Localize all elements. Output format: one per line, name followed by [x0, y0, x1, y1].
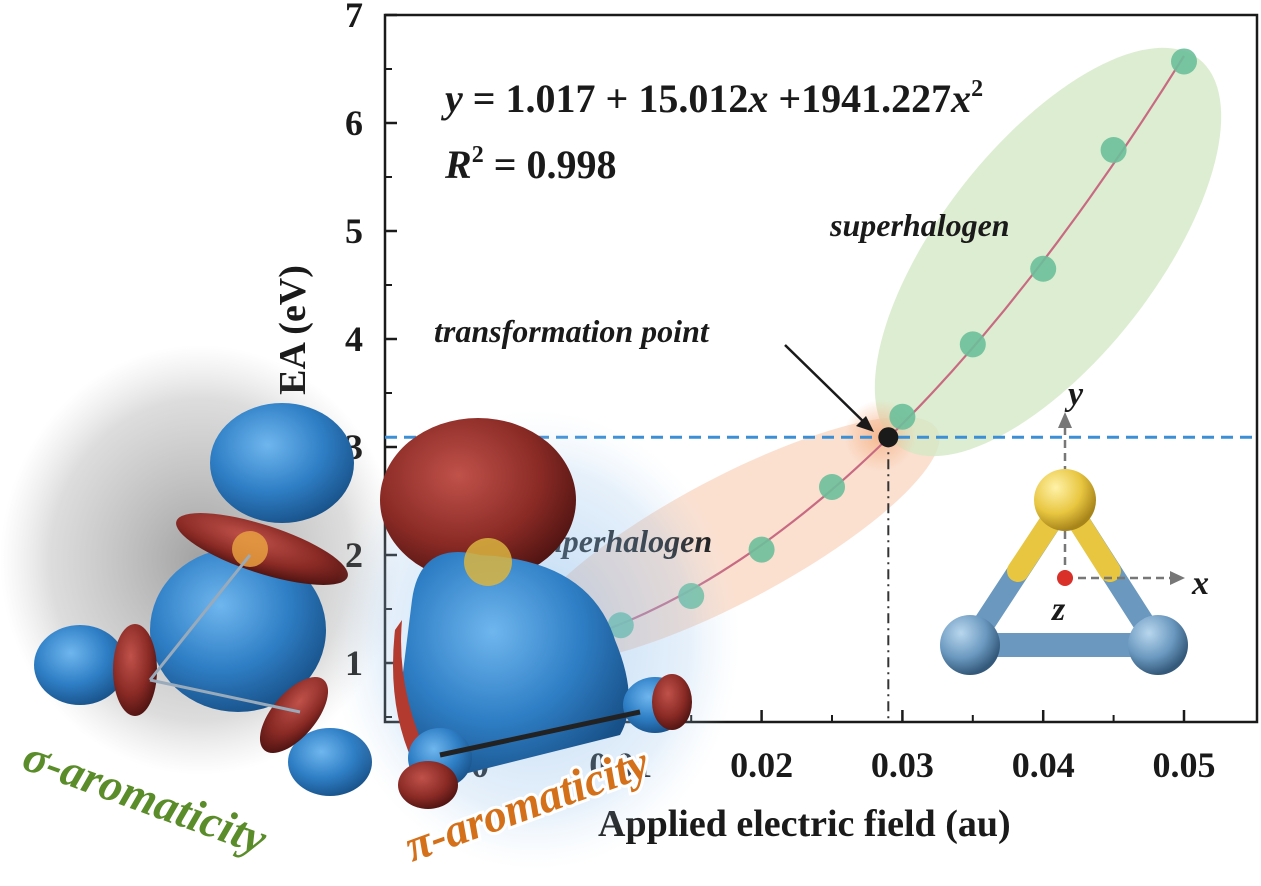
data-point [819, 473, 845, 500]
sigma-s-atom [232, 531, 268, 567]
atom-b-right [1128, 615, 1188, 675]
x-tick-label: 0.05 [1153, 745, 1216, 785]
data-point [1100, 137, 1127, 163]
transformation-point-marker [878, 427, 899, 448]
sigma-bond-2 [149, 678, 301, 714]
sigma-center-lobe [150, 548, 326, 712]
pi-main-blue-lobe [401, 552, 629, 780]
transformation-arrow [784, 344, 871, 429]
data-point [889, 403, 916, 430]
sigma-bond-1 [148, 554, 252, 681]
plot-frame [383, 13, 1259, 724]
inset-x-arrow-head [1170, 571, 1185, 585]
sigma-left-lobe [34, 625, 126, 705]
sigma-red-band-left [113, 624, 157, 716]
atom-s [1034, 469, 1096, 531]
data-point [959, 331, 986, 358]
transformation-point-label: transformation point [434, 313, 710, 349]
sigma-orbital-image [0, 345, 400, 796]
transformation-arrow-head [856, 416, 874, 432]
y-tick-label: 5 [345, 211, 363, 251]
x-tick-label: 0.03 [871, 745, 934, 785]
inset-origin-dot [1057, 570, 1073, 586]
pi-s-atom [464, 538, 512, 586]
fit-equation: y = 1.017 + 15.012x +1941.227x2 [441, 76, 983, 121]
x-tick-label: 0.02 [730, 745, 793, 785]
inset-y-arrow-head [1058, 412, 1072, 428]
superhalogen-label: superhalogen [829, 207, 1010, 243]
data-point [748, 536, 775, 563]
pi-orbital-image [330, 410, 740, 870]
x-tick-label: 0.04 [1012, 745, 1075, 785]
sigma-red-band-right [259, 677, 329, 753]
pi-bond [439, 709, 641, 758]
inset-molecule: y x z [940, 376, 1209, 675]
atom-b-left [940, 615, 1000, 675]
data-point [1030, 255, 1057, 282]
inset-x-label: x [1191, 565, 1209, 602]
inset-z-label: z [1051, 591, 1066, 628]
inset-y-label: y [1064, 376, 1084, 413]
pi-bottom-red-lobe [398, 761, 458, 809]
region-high-ellipse [874, 47, 1222, 457]
y-tick-label: 6 [345, 103, 363, 143]
pi-right-red-lobe [652, 674, 692, 730]
y-tick-label: 7 [345, 0, 363, 35]
sigma-top-lobe [210, 403, 354, 523]
y-tick-label: 4 [345, 319, 363, 359]
sigma-bottom-lobe [288, 728, 372, 796]
pi-top-red-lobe [380, 418, 576, 582]
r-squared: R2 = 0.998 [444, 142, 616, 187]
data-point [1171, 48, 1197, 75]
